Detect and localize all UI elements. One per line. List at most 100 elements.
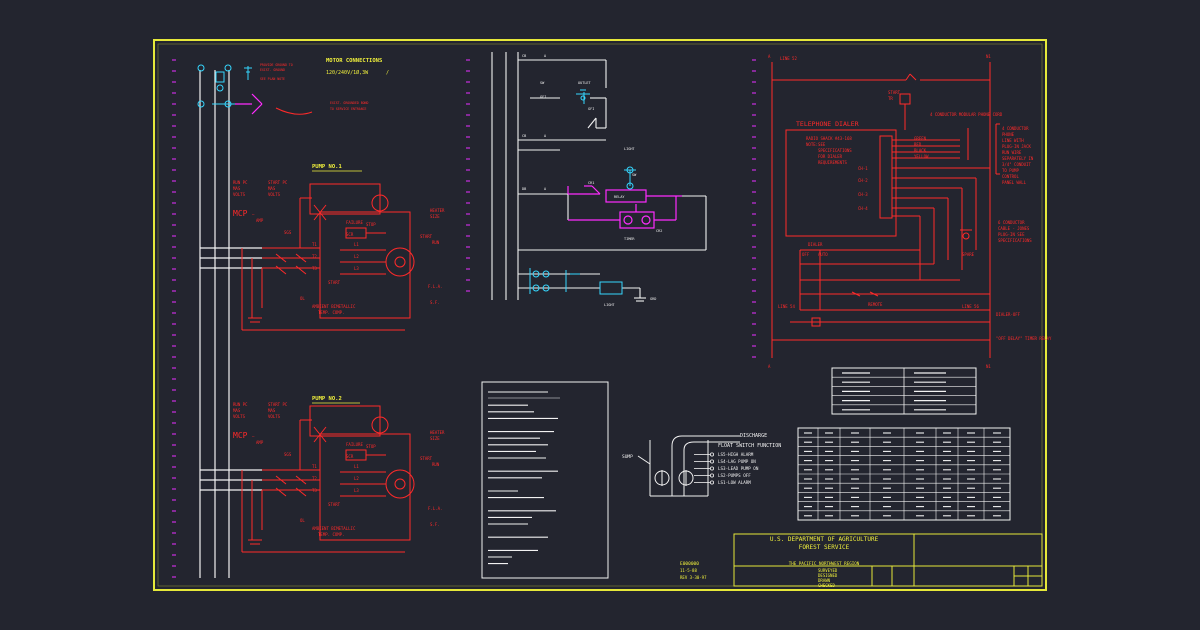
drawing-number: E000000 <box>680 561 699 567</box>
svg-text:LINE 56: LINE 56 <box>962 304 979 309</box>
svg-text:SIZE: SIZE <box>430 214 440 219</box>
svg-text:SEE PLAN NOTE: SEE PLAN NOTE <box>260 77 285 81</box>
svg-text:LINE 52: LINE 52 <box>780 56 797 61</box>
svg-text:F.L.A.: F.L.A. <box>428 506 442 511</box>
svg-text:FAILURE: FAILURE <box>346 442 363 447</box>
svg-text:LIGHT: LIGHT <box>624 147 635 151</box>
svg-text:OL: OL <box>300 518 305 523</box>
svg-text:START PC: START PC <box>268 402 288 407</box>
ladder-numbers-mid <box>466 59 470 292</box>
general-notes-text <box>488 391 560 565</box>
svg-text:MCP: MCP <box>233 209 248 218</box>
svg-text:—: — <box>252 434 255 439</box>
svg-text:T1: T1 <box>312 242 317 247</box>
float-switch-icon <box>710 473 715 478</box>
general-notes-box <box>481 381 609 579</box>
dialer-ladder <box>771 62 1000 358</box>
svg-text:HEATER: HEATER <box>430 430 445 435</box>
svg-text:L1: L1 <box>354 242 359 247</box>
svg-text:L3: L3 <box>354 488 359 493</box>
float-function-item: LS3-LEAD PUMP ON <box>718 466 759 471</box>
relay-circuit <box>567 185 682 229</box>
svg-text:LINE 54: LINE 54 <box>778 304 795 309</box>
svg-text:PLUG-IN SEE: PLUG-IN SEE <box>998 232 1025 237</box>
svg-text:RADIO SHACK #43-168: RADIO SHACK #43-168 <box>806 136 852 141</box>
ground-bar <box>235 93 263 115</box>
float-switch-icon <box>710 466 715 471</box>
svg-text:DESIGNED: DESIGNED <box>818 573 838 578</box>
svg-text:6 CONDUCTOR: 6 CONDUCTOR <box>998 220 1025 225</box>
ground-wire <box>275 107 313 115</box>
drawing-date: 11-5-88 <box>680 568 697 573</box>
dialer-phone-note: 4 CONDUCTOR PHONE LINE WITH PLUG-IN JACK… <box>1002 126 1034 185</box>
svg-text:3/4" CONDUIT: 3/4" CONDUIT <box>1002 162 1031 167</box>
svg-text:SURVEYED: SURVEYED <box>818 568 838 573</box>
svg-text:MAS: MAS <box>268 186 276 191</box>
svg-text:OFF: OFF <box>802 252 810 257</box>
ladder-numbers-left <box>172 59 176 578</box>
svg-text:4 CONDUCTOR MODULAR PHONE CORD: 4 CONDUCTOR MODULAR PHONE CORD <box>930 112 1003 117</box>
pump-1-title: PUMP NO.1 <box>312 164 342 170</box>
service-name: FOREST SERVICE <box>799 544 850 551</box>
svg-text:LINE WITH: LINE WITH <box>1002 138 1024 143</box>
svg-text:AMP: AMP <box>256 440 264 445</box>
svg-text:L3: L3 <box>354 266 359 271</box>
title-roles: SURVEYED DESIGNED DRAWN CHECKED <box>818 568 838 588</box>
svg-text:TEMP. COMP.: TEMP. COMP. <box>318 310 345 315</box>
svg-text:CB: CB <box>522 134 526 138</box>
svg-text:FAILURE: FAILURE <box>346 220 363 225</box>
svg-text:SCR: SCR <box>346 454 354 459</box>
svg-text:T2: T2 <box>312 476 317 481</box>
title-block <box>733 533 1043 587</box>
float-discharge-label: DISCHARGE <box>740 433 767 439</box>
svg-text:L2: L2 <box>354 254 359 259</box>
control-devices <box>529 89 636 295</box>
svg-text:CHECKED: CHECKED <box>818 583 835 588</box>
svg-text:RUN: RUN <box>432 462 440 467</box>
svg-text:NOTE:SEE: NOTE:SEE <box>806 142 826 147</box>
dialer-channels: CH-1 CH-2 CH-3 CH-4 <box>858 166 868 211</box>
svg-text:AMP: AMP <box>256 218 264 223</box>
svg-text:CH-2: CH-2 <box>858 178 868 183</box>
svg-text:GREEN: GREEN <box>914 136 927 141</box>
svg-text:CH-1: CH-1 <box>858 166 868 171</box>
pump-2-diagram <box>241 405 415 553</box>
svg-text:START: START <box>328 280 341 285</box>
svg-text:AUTO: AUTO <box>818 252 828 257</box>
svg-text:A: A <box>544 54 547 58</box>
svg-text:RUN PC: RUN PC <box>233 402 248 407</box>
svg-text:DRAWN: DRAWN <box>818 578 831 583</box>
svg-text:L1: L1 <box>354 464 359 469</box>
svg-text:VOLTS: VOLTS <box>233 192 246 197</box>
svg-text:YELLOW: YELLOW <box>914 154 929 159</box>
svg-text:CR1: CR1 <box>588 181 594 185</box>
svg-text:RUN PC: RUN PC <box>233 180 248 185</box>
svg-text:CR2: CR2 <box>656 229 662 233</box>
svg-text:L2: L2 <box>354 476 359 481</box>
svg-text:TO SERVICE ENTRANCE: TO SERVICE ENTRANCE <box>330 107 367 111</box>
svg-text:DIALER-OFF: DIALER-OFF <box>996 312 1021 317</box>
svg-text:VOLTS: VOLTS <box>268 414 281 419</box>
svg-text:T1: T1 <box>312 464 317 469</box>
svg-text:MAS: MAS <box>233 408 241 413</box>
equipment-schedule-table <box>797 427 1011 521</box>
svg-text:STOP: STOP <box>366 222 376 227</box>
svg-text:STOP: STOP <box>366 444 376 449</box>
svg-text:N1: N1 <box>986 54 991 59</box>
svg-text:4 CONDUCTOR: 4 CONDUCTOR <box>1002 126 1029 131</box>
svg-text:CB: CB <box>522 54 526 58</box>
svg-text:DB: DB <box>522 187 526 191</box>
svg-text:VOLTS: VOLTS <box>233 414 246 419</box>
svg-text:T3: T3 <box>312 488 317 493</box>
svg-text:"OFF DELAY" TIMER RELAY: "OFF DELAY" TIMER RELAY <box>996 336 1052 341</box>
float-switch-panel <box>637 435 740 497</box>
sheet-inner-border <box>157 43 1043 587</box>
svg-text:—: — <box>252 212 255 217</box>
float-switch-icon <box>710 452 715 457</box>
ladder-numbers-mid2 <box>752 59 756 358</box>
sheet-border <box>153 39 1047 591</box>
drawing-revision: REV 3-30-97 <box>680 575 707 580</box>
float-sump-label: SUMP <box>622 454 633 460</box>
